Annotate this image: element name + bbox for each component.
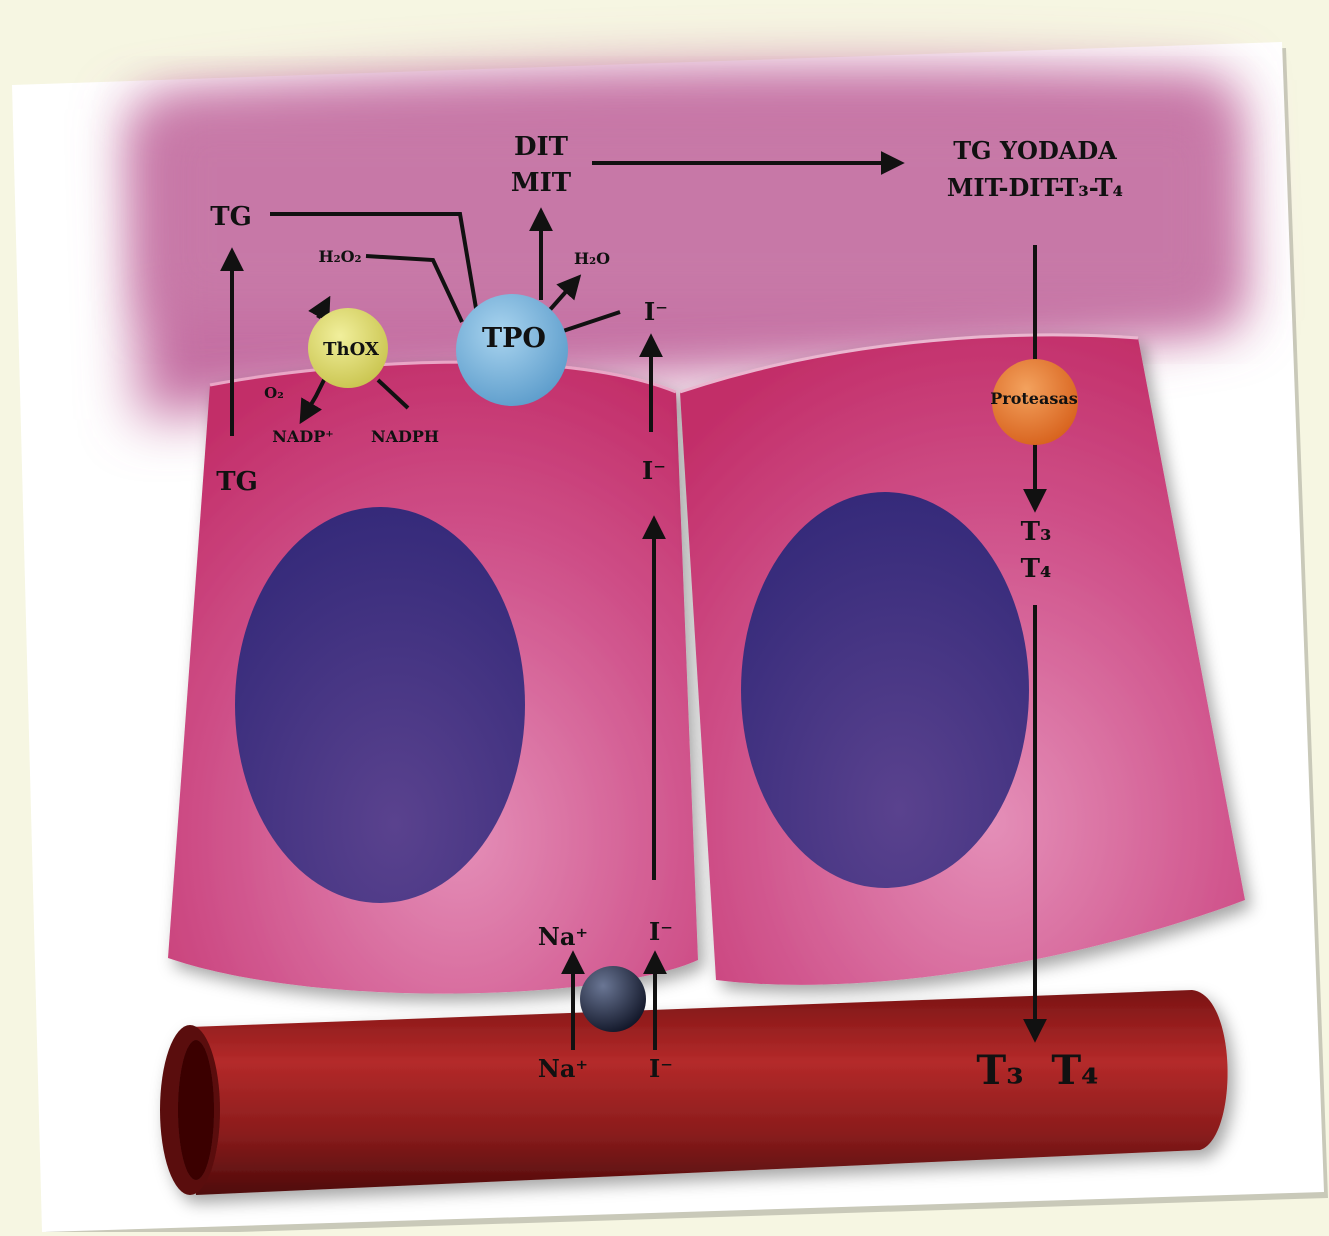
label-na-cell: Na⁺ bbox=[538, 922, 588, 951]
nucleus-right bbox=[741, 492, 1029, 888]
label-iodide-mid: I⁻ bbox=[642, 456, 666, 485]
label-nadp: NADP⁺ bbox=[272, 427, 333, 446]
label-tg-yodada: TG YODADA bbox=[953, 136, 1117, 165]
label-h2o2: H₂O₂ bbox=[318, 247, 361, 266]
label-proteases: Proteasas bbox=[990, 389, 1077, 408]
label-t4-cell: T₄ bbox=[1021, 554, 1052, 584]
label-thox: ThOX bbox=[323, 339, 379, 360]
label-tg-top: TG bbox=[210, 202, 252, 232]
label-mit-dit-t3-t4: MIT-DIT-T₃-T₄ bbox=[947, 173, 1123, 202]
label-o2: O₂ bbox=[264, 384, 284, 402]
label-mit: MIT bbox=[511, 168, 572, 198]
label-na-blood: Na⁺ bbox=[538, 1054, 588, 1083]
nucleus-left bbox=[235, 507, 525, 903]
label-tg-bottom: TG bbox=[216, 467, 258, 497]
label-t3-cell: T₃ bbox=[1021, 517, 1052, 547]
nis-transporter bbox=[580, 966, 646, 1032]
label-iodide-apical: I⁻ bbox=[644, 297, 668, 326]
label-t4-blood: T₄ bbox=[1051, 1047, 1098, 1094]
label-tpo: TPO bbox=[482, 323, 546, 354]
label-h2o: H₂O bbox=[574, 249, 610, 268]
label-t3-blood: T₃ bbox=[976, 1047, 1023, 1094]
label-iodide-basal: I⁻ bbox=[649, 917, 673, 946]
label-iodide-blood: I⁻ bbox=[649, 1054, 673, 1083]
label-nadph: NADPH bbox=[371, 427, 439, 446]
label-dit: DIT bbox=[514, 132, 569, 162]
